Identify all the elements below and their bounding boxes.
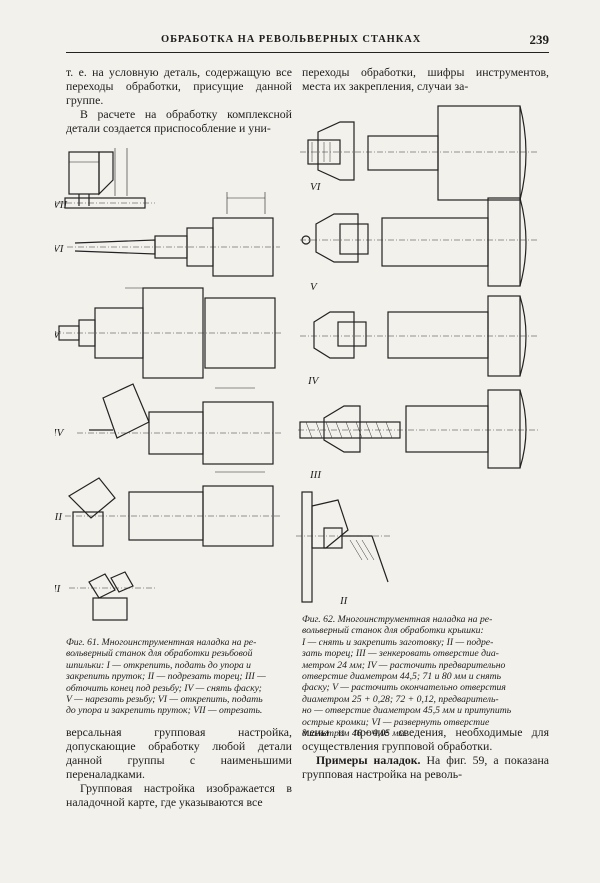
fig62-caption-line-6: отверстие диаметром 44,5; 71 и 80 мм и с… bbox=[302, 671, 502, 683]
fig61-label-vii: VII bbox=[55, 199, 68, 211]
fig62-caption-line-2: вольверный станок для обработки крышки: bbox=[302, 625, 484, 637]
fig62-label-v: V bbox=[310, 281, 318, 293]
header-rule bbox=[66, 52, 549, 53]
left-bottom-para-1: версальная групповая настройка, допускаю… bbox=[66, 725, 292, 781]
figure-62-caption: Фиг. 62. Многоинструментная наладка на р… bbox=[302, 614, 549, 739]
fig62-caption-line-11: диаметром 46 + 0,05 мм. bbox=[302, 728, 408, 740]
fig62-label-ii: II bbox=[339, 595, 349, 607]
left-intro-para-1: т. е. на условную деталь, содержащую все… bbox=[66, 65, 292, 107]
fig61-label-iv: IV bbox=[55, 427, 65, 439]
fig62-caption-line-5: метром 24 мм; IV — расточить предварител… bbox=[302, 659, 506, 671]
fig61-caption-line-7: до упора и закрепить пруток; VII — отрез… bbox=[66, 705, 263, 717]
page-number: 239 bbox=[529, 32, 550, 47]
right-bottom-para-1: мены и прочие сведения, необходимые для … bbox=[302, 725, 549, 753]
fig61-label-ii: II bbox=[55, 583, 62, 595]
fig62-station-iii: III bbox=[298, 389, 538, 481]
fig62-label-iii: III bbox=[309, 469, 322, 481]
fig62-caption-line-8: диаметром 25 + 0,28; 72 + 0,12, предвари… bbox=[302, 693, 499, 705]
figure-61-caption: Фиг. 61. Многоинструментная наладка на р… bbox=[66, 637, 292, 717]
fig62-caption-line-1: Фиг. 62. Многоинструментная наладка на р… bbox=[302, 614, 493, 625]
fig61-caption-line-4: закрепить пруток; II — подрезать торец; … bbox=[66, 671, 266, 683]
fig62-station-ii: II bbox=[296, 491, 390, 607]
fig61-station-vii: VII bbox=[55, 148, 155, 211]
fig62-station-vi: VI bbox=[300, 105, 538, 201]
running-header: ОБРАБОТКА НА РЕВОЛЬВЕРНЫХ СТАНКАХ 239 bbox=[66, 32, 550, 52]
fig61-caption-line-6: V — нарезать резьбу; VI — открепить, под… bbox=[66, 694, 263, 706]
right-intro-text: переходы обработки, шифры инструментов, … bbox=[302, 65, 549, 94]
left-bottom-para-2: Групповая настройка изображается в налад… bbox=[66, 780, 292, 809]
fig61-station-ii: II bbox=[55, 571, 155, 621]
fig61-station-iv: IV bbox=[55, 383, 281, 465]
fig62-caption-line-9: но — отверстие диаметром 45,5 мм и приту… bbox=[302, 705, 512, 717]
fig61-caption-line-5: обточить конец под резьбу; IV — снять фа… bbox=[66, 682, 262, 694]
left-bottom-text: версальная групповая настройка, допускаю… bbox=[66, 725, 292, 809]
fig62-caption-line-7: фаску; V — расточить окончательно отверс… bbox=[302, 682, 506, 694]
fig61-station-iii: III bbox=[55, 471, 281, 547]
fig61-label-v: V bbox=[55, 329, 61, 341]
fig62-label-vi: VI bbox=[310, 181, 322, 193]
fig61-caption-line-2: вольверный станок для обработки резьбово… bbox=[66, 648, 253, 660]
fig61-station-v: V bbox=[55, 287, 281, 379]
fig62-station-v: V bbox=[300, 197, 538, 293]
fig61-caption-line-3: шпильки: I — открепить, подать до упора … bbox=[66, 659, 252, 671]
fig62-station-iv: IV bbox=[300, 295, 538, 387]
right-bottom-para-2: Примеры наладок. На фиг. 59, а показана … bbox=[302, 752, 549, 782]
running-header-title: ОБРАБОТКА НА РЕВОЛЬВЕРНЫХ СТАНКАХ bbox=[161, 34, 422, 45]
fig62-caption-line-10: острые кромки; VI — развернуть отверстие bbox=[302, 716, 490, 728]
examples-heading: Примеры наладок. bbox=[316, 752, 421, 767]
examples-text: На фиг. 59, а показана групповая настрой… bbox=[302, 752, 549, 781]
fig61-station-vi: VI bbox=[55, 192, 280, 277]
right-intro-para: переходы обработки, шифры инструментов, … bbox=[302, 65, 549, 93]
left-intro-para-2: В расчете на обработку комплексной детал… bbox=[66, 106, 292, 135]
figure-61-drawing: VII VI V IV I bbox=[55, 148, 281, 621]
fig62-caption-line-3: I — снять и закрепить заготовку; II — по… bbox=[302, 636, 494, 648]
right-bottom-text: мены и прочие сведения, необходимые для … bbox=[302, 725, 549, 782]
figure-62-drawing: VI V IV III II bbox=[296, 105, 538, 607]
left-intro-text: т. е. на условную деталь, содержащую все… bbox=[66, 65, 292, 136]
fig62-label-iv: IV bbox=[307, 375, 320, 387]
fig62-caption-line-4: зать торец; III — зенкеровать отверстие … bbox=[302, 648, 499, 660]
fig61-caption-line-1: Фиг. 61. Многоинструментная наладка на р… bbox=[66, 637, 257, 648]
fig61-label-vi: VI bbox=[55, 243, 65, 255]
fig61-label-iii: III bbox=[55, 511, 63, 523]
